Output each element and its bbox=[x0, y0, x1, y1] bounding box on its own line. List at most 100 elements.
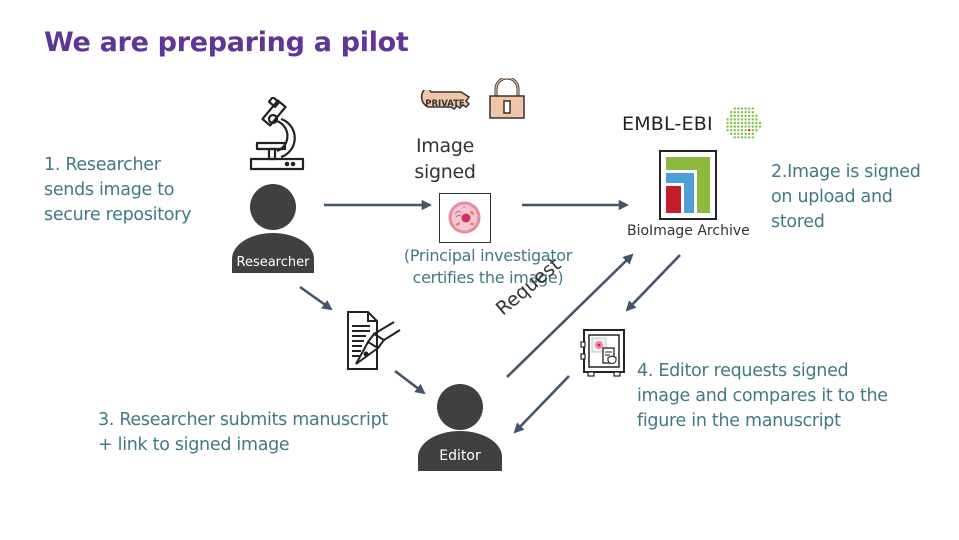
pi-certification-note: (Principal investigator certifies the im… bbox=[368, 245, 608, 289]
embl-logo-dot bbox=[740, 132, 744, 135]
embl-logo-dot bbox=[744, 114, 747, 117]
embl-logo-dot bbox=[737, 132, 740, 135]
embl-logo-dot bbox=[751, 114, 754, 117]
embl-logo-dot bbox=[726, 129, 729, 132]
embl-logo-dot bbox=[740, 107, 744, 110]
cell-image-icon bbox=[448, 201, 481, 234]
embl-logo-dot bbox=[740, 121, 744, 125]
embl-logo-dot bbox=[740, 111, 744, 114]
embl-logo-dot bbox=[737, 129, 740, 132]
microscope-icon bbox=[249, 97, 305, 171]
arrow-researcher-to-manuscript bbox=[299, 285, 333, 311]
private-key-text: PRIVATE bbox=[425, 99, 465, 109]
researcher-node: Researcher bbox=[230, 183, 316, 273]
pi-note-line: certifies the image) bbox=[412, 268, 564, 287]
person-icon bbox=[418, 384, 502, 471]
step-4-line: 4. Editor requests signed bbox=[637, 361, 849, 381]
document-pen-icon bbox=[347, 311, 401, 370]
embl-logo-dot bbox=[758, 125, 762, 128]
embl-logo-dot bbox=[751, 118, 754, 121]
embl-logo-dot bbox=[726, 125, 729, 128]
step-1-text: 1. Researcher sends image to secure repo… bbox=[44, 153, 191, 228]
embl-logo-dot bbox=[755, 125, 758, 128]
embl-logo-dot bbox=[751, 111, 754, 114]
step-1-line: sends image to bbox=[44, 180, 175, 200]
embl-logo-dot bbox=[740, 114, 744, 117]
embl-logo-dot bbox=[726, 121, 729, 125]
embl-logo-dot bbox=[737, 121, 740, 125]
embl-logo-dot bbox=[755, 121, 758, 125]
embl-logo-dot bbox=[751, 121, 754, 125]
embl-logo-dot bbox=[744, 125, 747, 128]
step-4-text: 4. Editor requests signed image and comp… bbox=[637, 359, 888, 434]
embl-logo-dot bbox=[726, 118, 729, 121]
image-signed-label: Image signed bbox=[405, 133, 485, 185]
slide-title: We are preparing a pilot bbox=[44, 27, 409, 58]
pi-note-line: (Principal investigator bbox=[403, 246, 573, 265]
step-1-line: secure repository bbox=[44, 205, 192, 225]
embl-logo-dot bbox=[748, 125, 751, 128]
image-signed-line: Image bbox=[415, 135, 474, 157]
embl-hexagon-logo bbox=[726, 107, 762, 139]
embl-logo-dot bbox=[748, 121, 751, 125]
embl-logo-dot bbox=[733, 114, 736, 117]
embl-logo-dot bbox=[748, 136, 751, 139]
step-4-line: image and compares it to the bbox=[637, 386, 888, 406]
step-4-line: figure in the manuscript bbox=[637, 411, 841, 431]
embl-logo-dot bbox=[737, 118, 740, 121]
embl-logo-dot bbox=[755, 118, 758, 121]
bioimage-archive-label: BioImage Archive bbox=[627, 223, 750, 239]
embl-logo-dot bbox=[744, 107, 747, 110]
embl-logo-dot bbox=[737, 111, 740, 114]
embl-logo-dot bbox=[733, 125, 736, 128]
embl-logo-dot bbox=[748, 118, 751, 121]
embl-logo-dot bbox=[730, 118, 733, 121]
embl-logo-dot bbox=[733, 118, 736, 121]
embl-logo-dot bbox=[755, 114, 758, 117]
embl-ebi-label: EMBL-EBI bbox=[622, 113, 713, 135]
signed-image-node bbox=[439, 193, 491, 243]
embl-logo-dot bbox=[751, 132, 754, 135]
safe-vault-icon bbox=[580, 329, 625, 377]
embl-logo-dot bbox=[730, 114, 733, 117]
step-3-line: 3. Researcher submits manuscript bbox=[98, 410, 388, 430]
embl-logo-dot bbox=[737, 125, 740, 128]
image-signed-line: signed bbox=[414, 161, 476, 183]
embl-logo-dot bbox=[751, 125, 754, 128]
padlock-icon bbox=[489, 78, 525, 119]
embl-logo-dot bbox=[755, 129, 758, 132]
embl-logo-dot bbox=[748, 132, 751, 135]
step-2-line: stored bbox=[771, 212, 825, 232]
arrow-manuscript-to-editor bbox=[394, 369, 426, 395]
embl-logo-dot bbox=[744, 121, 747, 125]
embl-logo-dot bbox=[751, 129, 754, 132]
embl-logo-dot bbox=[744, 136, 747, 139]
embl-logo-dot bbox=[744, 111, 747, 114]
arrow-archive-to-safe bbox=[625, 254, 681, 312]
embl-logo-dot bbox=[733, 132, 736, 135]
embl-logo-dot bbox=[748, 107, 751, 110]
arrow-request-editor-to-archive bbox=[506, 253, 634, 378]
bioimage-archive-logo bbox=[659, 150, 717, 220]
embl-logo-dot bbox=[748, 129, 751, 132]
embl-logo-dot bbox=[730, 129, 733, 132]
embl-logo-dot bbox=[748, 114, 751, 117]
editor-node: Editor bbox=[417, 383, 503, 471]
embl-logo-dot bbox=[730, 121, 733, 125]
step-3-text: 3. Researcher submits manuscript + link … bbox=[98, 408, 388, 458]
embl-logo-dot bbox=[737, 107, 740, 110]
embl-logo-dot bbox=[733, 111, 736, 114]
embl-logo-dot bbox=[744, 132, 747, 135]
editor-label: Editor bbox=[439, 448, 481, 464]
step-3-line: + link to signed image bbox=[98, 435, 290, 455]
step-2-line: on upload and bbox=[771, 187, 893, 207]
embl-logo-dot bbox=[740, 129, 744, 132]
embl-logo-dot bbox=[730, 125, 733, 128]
embl-logo-dot bbox=[751, 136, 754, 139]
step-2-text: 2.Image is signed on upload and stored bbox=[771, 160, 921, 235]
key-icon: PRIVATE bbox=[420, 90, 471, 110]
embl-logo-dot bbox=[730, 111, 733, 114]
embl-logo-dot bbox=[733, 136, 736, 139]
embl-logo-dot bbox=[740, 118, 744, 121]
